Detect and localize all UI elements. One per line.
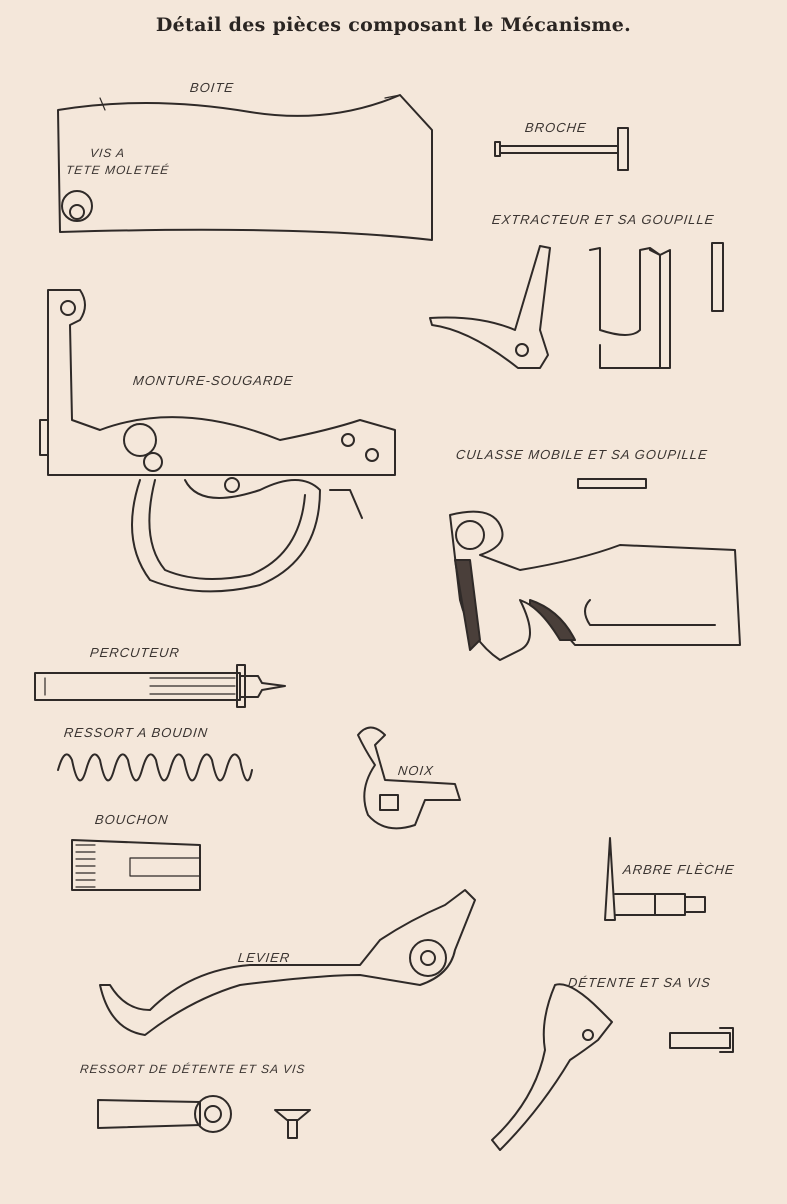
label-noix: NOIX	[397, 763, 435, 778]
ressort-boudin-drawing	[57, 753, 253, 782]
label-culasse-mobile: CULASSE MOBILE ET SA GOUPILLE	[455, 447, 709, 462]
label-tete-moletee: TETE MOLETEÉ	[65, 163, 171, 177]
label-detente-et-sa-vis: DÉTENTE ET SA VIS	[567, 975, 712, 990]
page-title: Détail des pièces composant le Mécanisme…	[155, 14, 632, 36]
bouchon-drawing	[71, 839, 201, 891]
label-ressort-de-detente: RESSORT DE DÉTENTE ET SA VIS	[79, 1062, 307, 1076]
culasse-drawing	[449, 478, 741, 661]
label-percuteur: PERCUTEUR	[89, 645, 181, 660]
monture-drawing	[39, 289, 396, 593]
ressort-detente-drawing	[97, 1095, 311, 1139]
arbre-fleche-drawing	[604, 837, 706, 921]
detente-drawing	[491, 983, 734, 1151]
label-broche: BROCHE	[524, 120, 588, 135]
label-monture-sougarde: MONTURE-SOUGARDE	[132, 373, 295, 388]
label-boite: BOITE	[189, 80, 235, 95]
levier-drawing	[99, 889, 476, 1036]
label-bouchon: BOUCHON	[94, 812, 170, 827]
label-levier: LEVIER	[237, 950, 292, 965]
noix-drawing	[357, 726, 461, 830]
boite-drawing	[57, 94, 433, 241]
label-vis-a: VIS A	[89, 146, 126, 160]
broche-drawing	[494, 127, 629, 171]
extracteur-drawing	[429, 242, 724, 369]
label-ressort-a-boudin: RESSORT A BOUDIN	[63, 725, 209, 740]
percuteur-drawing	[34, 664, 286, 708]
label-arbre-fleche: ARBRE FLÈCHE	[622, 862, 736, 877]
label-extracteur: EXTRACTEUR ET SA GOUPILLE	[491, 212, 716, 227]
